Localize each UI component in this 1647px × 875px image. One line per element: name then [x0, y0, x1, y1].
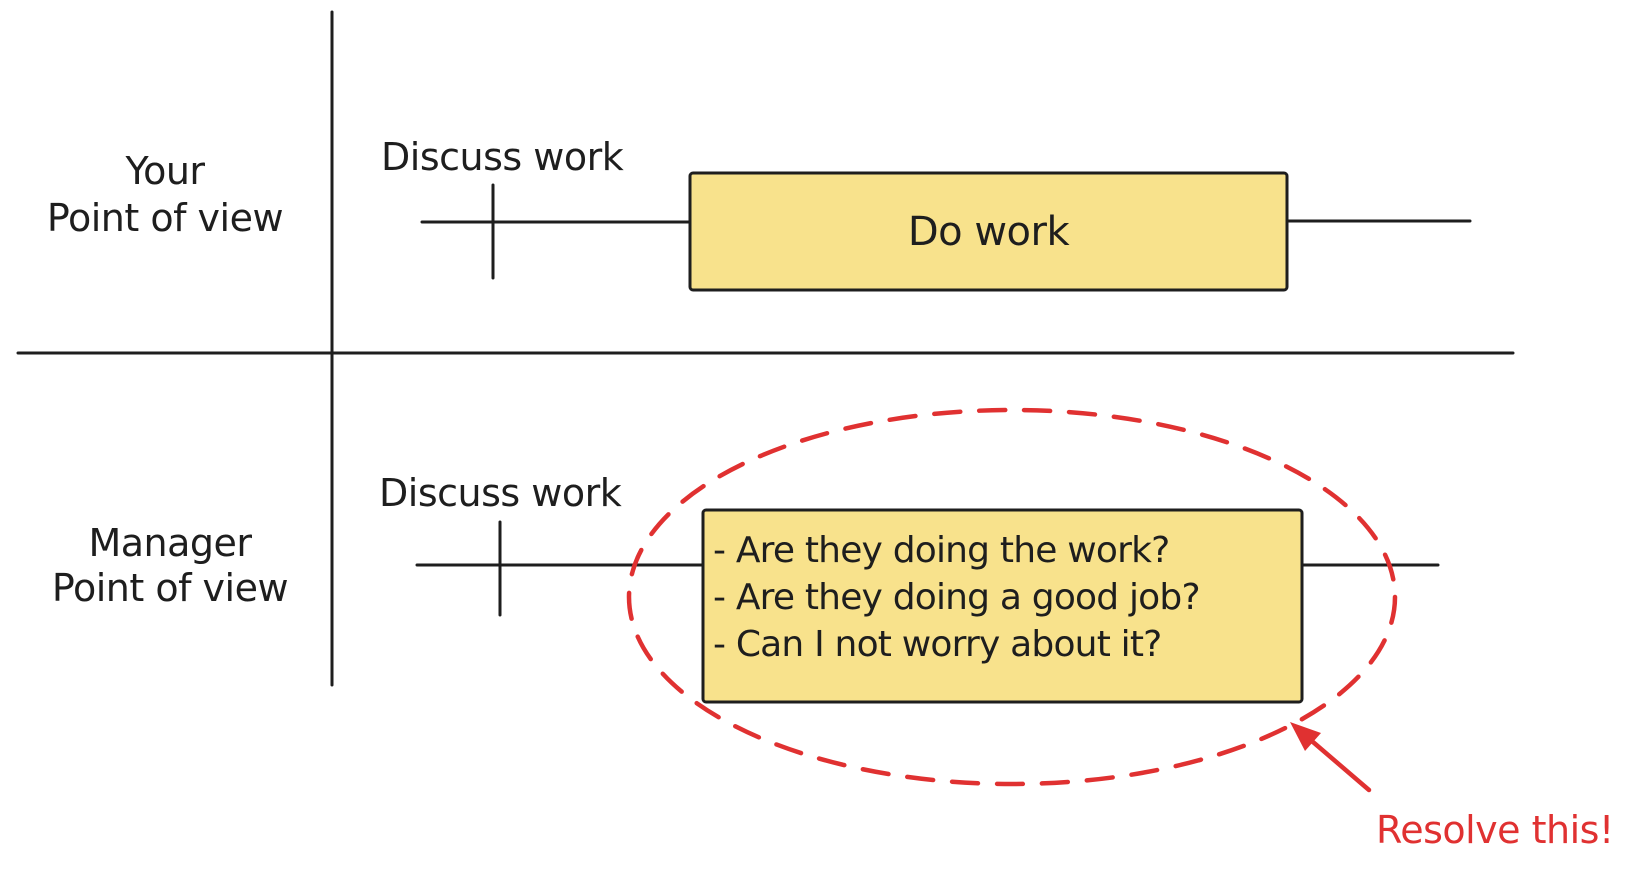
your-pov-line1: Your — [125, 149, 205, 193]
your-pov-label: Your Point of view — [10, 148, 320, 242]
resolve-arrow-head-icon — [1290, 722, 1321, 751]
do-work-label: Do work — [907, 208, 1070, 255]
resolve-this-label: Resolve this! — [1376, 808, 1614, 852]
your-pov-line2: Point of view — [46, 196, 284, 240]
manager-pov-line1: Manager — [88, 521, 252, 565]
discuss-work-label-top: Discuss work — [381, 135, 624, 179]
manager-question-3: - Can I not worry about it? — [713, 624, 1162, 665]
manager-pov-label: Manager Point of view — [10, 521, 330, 611]
manager-pov-line2: Point of view — [51, 566, 289, 610]
do-work-label-wrap: Do work — [690, 173, 1287, 290]
discuss-work-label-bottom: Discuss work — [379, 471, 622, 515]
manager-questions-text: - Are they doing the work? - Are they do… — [703, 510, 1302, 702]
manager-questions-box — [701, 508, 1304, 704]
red-ellipse-annotation — [626, 407, 1398, 787]
resolve-arrow-shaft — [1310, 739, 1372, 793]
do-work-box — [688, 171, 1289, 292]
manager-question-1: - Are they doing the work? — [713, 530, 1170, 571]
manager-question-2: - Are they doing a good job? — [713, 577, 1201, 618]
